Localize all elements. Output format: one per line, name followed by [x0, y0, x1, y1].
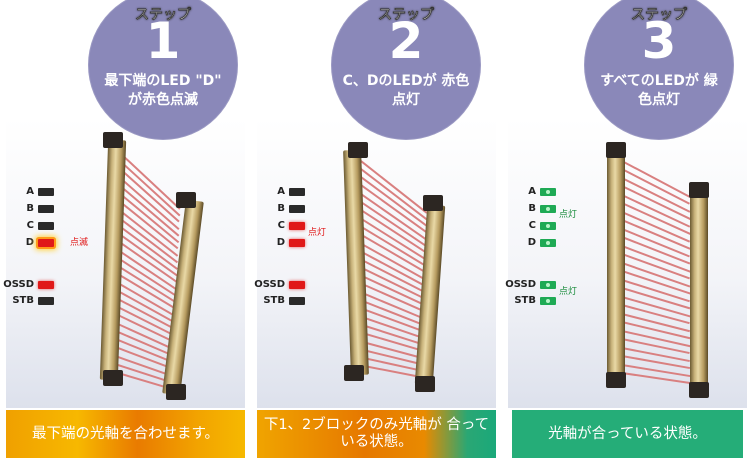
step-caption: 光軸が合っている状態。 — [512, 410, 743, 458]
step-2-panel: ステップ 2 C、DのLEDが 赤色点灯 A B C 点灯 D OSSD — [251, 0, 502, 467]
receiver-cap-bottom — [415, 376, 435, 392]
led-label: A — [277, 186, 285, 197]
led-indicator — [540, 239, 556, 247]
led-label: STB — [12, 295, 34, 306]
led-note-on: 点灯 — [559, 210, 578, 220]
led-row-b: B — [251, 203, 371, 215]
led-row-ossd: OSSD 点灯 — [502, 279, 622, 297]
led-label: OSSD — [505, 279, 536, 290]
step-label: ステップ — [378, 7, 434, 23]
led-label: D — [527, 237, 536, 248]
step-1-panel: ステップ 1 最下端のLED "D" が赤色点滅 A B C D 点滅 OSSD — [0, 0, 251, 467]
led-row-ossd: OSSD — [251, 279, 371, 291]
step-badge: ステップ 2 C、DのLEDが 赤色点灯 — [331, 0, 481, 140]
led-label: D — [276, 237, 285, 248]
emitter-cap-bottom — [344, 365, 364, 381]
led-label: A — [528, 186, 536, 197]
led-label: B — [26, 203, 34, 214]
led-row-a: A — [502, 186, 622, 198]
led-row-d: D — [502, 237, 622, 249]
led-row-b: B — [0, 203, 120, 215]
led-indicator — [38, 205, 54, 213]
led-indicator — [38, 297, 54, 305]
led-indicator — [38, 281, 54, 289]
led-indicator — [540, 281, 556, 289]
step-badge-caption: すべてのLEDが 緑色点灯 — [600, 73, 718, 108]
emitter-cap-top — [348, 142, 368, 158]
emitter-cap-bottom — [103, 370, 123, 386]
led-indicator — [540, 205, 556, 213]
step-caption: 下1、2ブロックのみ光軸が 合っている状態。 — [257, 410, 496, 458]
led-indicator — [38, 188, 54, 196]
step-number: 1 — [145, 12, 181, 70]
led-note-on: 点灯 — [559, 287, 578, 297]
step-number: 3 — [641, 12, 677, 70]
emitter-cap-bottom — [606, 372, 626, 388]
led-row-stb: STB — [0, 295, 120, 307]
led-label: D — [25, 237, 34, 248]
led-label: STB — [263, 295, 285, 306]
led-indicator — [289, 239, 305, 247]
led-indicator — [540, 297, 556, 305]
led-label: B — [277, 203, 285, 214]
led-indicator — [289, 188, 305, 196]
led-label: C — [277, 220, 285, 231]
led-indicator — [289, 205, 305, 213]
led-row-ossd: OSSD — [0, 279, 120, 291]
led-row-d: D — [251, 237, 371, 249]
led-indicator — [38, 222, 54, 230]
led-row-d: D 点滅 — [0, 237, 120, 249]
step-badge-caption: C、DのLEDが 赤色点灯 — [342, 73, 470, 108]
scene-background — [257, 118, 496, 408]
emitter-cap-top — [606, 142, 626, 158]
step-badge: ステップ 3 すべてのLEDが 緑色点灯 — [584, 0, 734, 140]
receiver-cap-bottom — [166, 384, 186, 400]
led-label: B — [528, 203, 536, 214]
led-label: OSSD — [254, 279, 285, 290]
led-label: A — [26, 186, 34, 197]
led-label: STB — [514, 295, 536, 306]
receiver-cap-top — [176, 192, 196, 208]
step-badge-caption: 最下端のLED "D" が赤色点滅 — [104, 73, 222, 108]
receiver-cap-top — [423, 195, 443, 211]
emitter-pole — [607, 150, 625, 380]
led-indicator — [540, 188, 556, 196]
led-note-on: 点灯 — [308, 228, 327, 238]
led-row-c: C 点灯 — [251, 220, 371, 238]
led-row-b: B 点灯 — [502, 203, 622, 220]
led-row-c: C — [502, 220, 622, 232]
step-caption: 最下端の光軸を合わせます。 — [6, 410, 245, 458]
emitter-cap-top — [103, 132, 123, 148]
led-note-blink: 点滅 — [70, 238, 89, 248]
led-label: C — [26, 220, 34, 231]
step-label: ステップ — [631, 7, 687, 23]
led-row-a: A — [0, 186, 120, 198]
led-row-stb: STB — [251, 295, 371, 307]
led-row-stb: STB — [502, 295, 622, 307]
receiver-pole — [690, 190, 708, 390]
led-label: C — [528, 220, 536, 231]
step-badge: ステップ 1 最下端のLED "D" が赤色点滅 — [88, 0, 238, 140]
led-indicator — [289, 222, 305, 230]
led-indicator — [289, 281, 305, 289]
receiver-cap-bottom — [689, 382, 709, 398]
led-row-a: A — [251, 186, 371, 198]
receiver-cap-top — [689, 182, 709, 198]
led-label: OSSD — [3, 279, 34, 290]
step-3-panel: ステップ 3 すべてのLEDが 緑色点灯 A B 点灯 C D OSSD 点灯 — [502, 0, 753, 467]
led-indicator — [540, 222, 556, 230]
led-indicator-blinking — [38, 239, 54, 247]
step-number: 2 — [388, 12, 424, 70]
led-indicator — [289, 297, 305, 305]
led-row-c: C — [0, 220, 120, 232]
step-label: ステップ — [135, 7, 191, 23]
